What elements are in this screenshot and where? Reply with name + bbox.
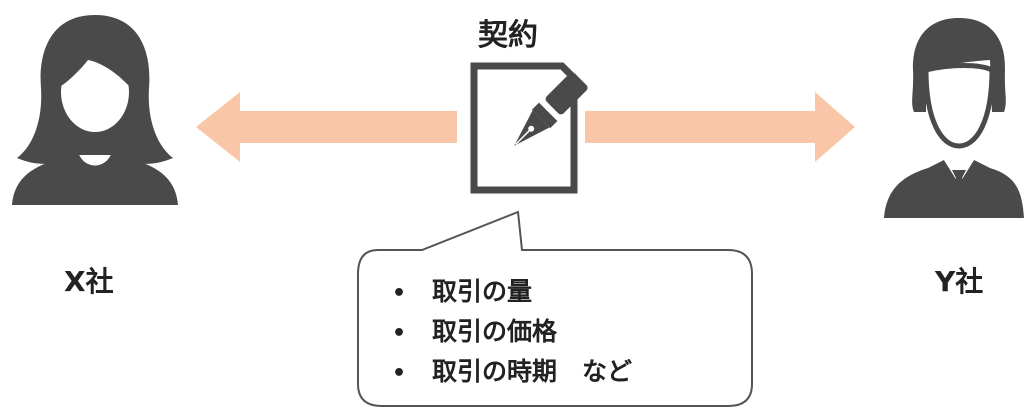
woman-person-icon — [12, 15, 178, 205]
left-arrow — [196, 92, 457, 162]
right-arrow — [585, 92, 855, 162]
party-x-label: X社 — [64, 265, 114, 298]
list-item: 取引の時期 など — [392, 352, 632, 392]
list-item: 取引の価格 — [392, 312, 632, 352]
list-item: 取引の量 — [392, 272, 632, 312]
party-y-label: Y社 — [935, 265, 984, 298]
contract-pen-icon — [470, 62, 588, 194]
contract-terms-list: 取引の量 取引の価格 取引の時期 など — [392, 272, 632, 392]
contract-title: 契約 — [478, 18, 538, 53]
man-person-icon — [884, 18, 1024, 218]
